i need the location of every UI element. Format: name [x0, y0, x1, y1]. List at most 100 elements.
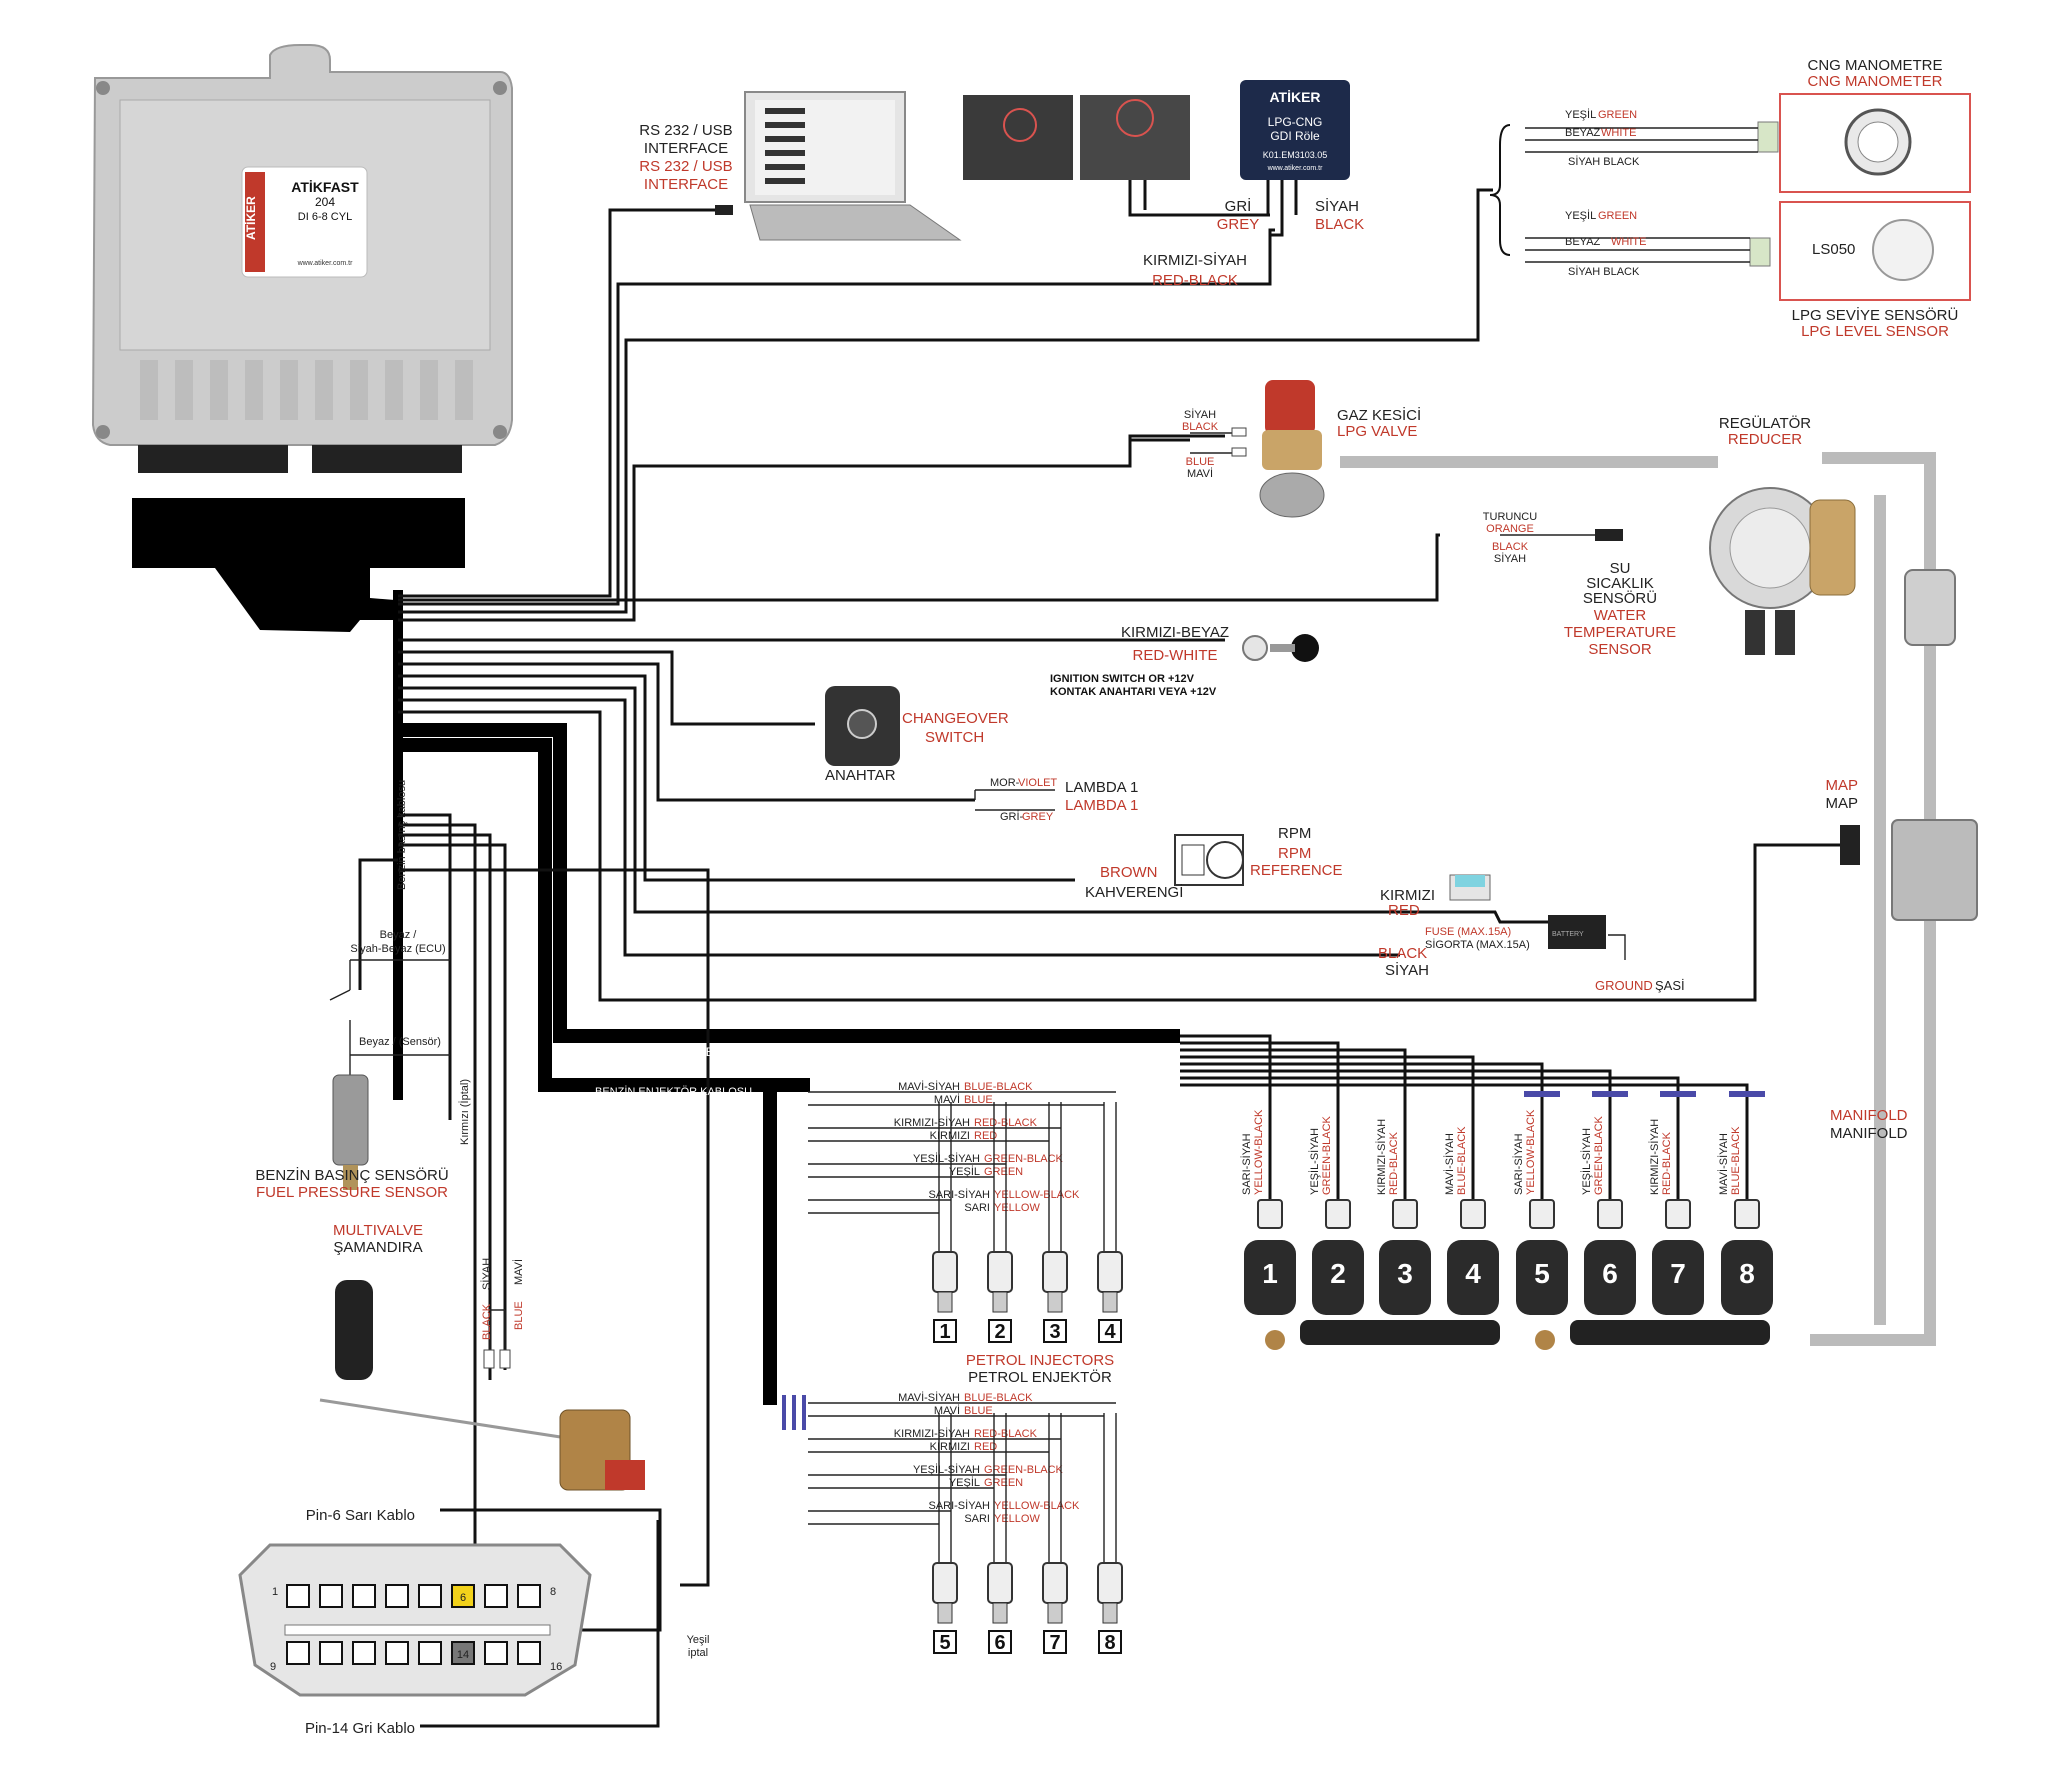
- lpg-wire-en: RED-BLACK: [1661, 1131, 1673, 1195]
- petrol-injector-nozzle: [937, 1602, 953, 1624]
- lambda-w2: GRİ-: [1000, 810, 1024, 823]
- petrol-injector: [932, 1251, 958, 1293]
- fuel-white-ecu: Beyaz /: [380, 929, 418, 941]
- petrol-injector: [1042, 1251, 1068, 1293]
- cng-w3: SİYAH BLACK: [1568, 155, 1640, 168]
- lpg-rail-2: [1570, 1320, 1770, 1345]
- petrol-wire-tr: SARI-SİYAH: [928, 1499, 990, 1512]
- obd-pin-slot: [451, 1641, 475, 1665]
- obd-pin-slot: [319, 1641, 343, 1665]
- petrol-injector: [987, 1251, 1013, 1293]
- lpg-injector-wire: [1180, 1041, 1340, 1200]
- petrol-wire-tr: KIRMIZI-SİYAH: [894, 1116, 970, 1129]
- lpg-wire-marker: [1592, 1091, 1628, 1097]
- petrol-injector: [987, 1562, 1013, 1604]
- lpg-wire-tr: MAVİ-SİYAH: [1443, 1133, 1456, 1195]
- gdi-wire-black-en: BLACK: [1315, 216, 1364, 233]
- ecu-code: 204: [315, 195, 335, 209]
- petrol-injector-nozzle: [1047, 1602, 1063, 1624]
- petrol-injector-number: 8: [1104, 1632, 1115, 1654]
- lpg-injector-number: 1: [1262, 1258, 1278, 1289]
- obd-pin-slot: [385, 1641, 409, 1665]
- lpg-injector-plug: [1392, 1199, 1418, 1229]
- fuel-pressure-section: Benzin basınç kablosu Beyaz / Siyah-Beya…: [255, 780, 471, 1201]
- obd-pin-slot: [418, 1584, 442, 1608]
- power-w2-en: BLACK: [1378, 945, 1427, 962]
- reducer: REGÜLATÖR REDUCER TURUNCU ORANGE BLACK S…: [1483, 414, 1856, 658]
- obd-pin-9: 9: [270, 1661, 276, 1673]
- petrol-injectors-title-tr: PETROL ENJEKTÖR: [968, 1368, 1112, 1386]
- obd-pin14-label: Pin-14 Gri Kablo: [305, 1720, 415, 1737]
- petrol-injector: [932, 1562, 958, 1604]
- petrol-injector-number: 4: [1104, 1321, 1116, 1343]
- petrol-wire-tr: MAVİ-SİYAH: [898, 1080, 960, 1093]
- petrol-injector-number-box: [1043, 1630, 1067, 1654]
- ecu-web: www.atiker.com.tr: [297, 260, 354, 267]
- petrol-wire-tr: YEŞİL-SİYAH: [913, 1152, 980, 1165]
- petrol-injector-number-box: [988, 1319, 1012, 1343]
- multivalve-tr: ŞAMANDIRA: [333, 1239, 422, 1256]
- petrol-wire-tr: KIRMIZI-SİYAH: [894, 1427, 970, 1440]
- changeover-tr: ANAHTAR: [825, 767, 896, 784]
- petrol-injector: [1097, 1562, 1123, 1604]
- lpg-injector-number: 7: [1670, 1258, 1686, 1289]
- petrol-wire-en: BLUE: [964, 1094, 993, 1106]
- obd-pin-slot: [352, 1584, 376, 1608]
- water-sensor-en2: TEMPERATURE: [1564, 624, 1676, 641]
- lpg-injector-wire: [1180, 1034, 1272, 1200]
- petrol-wire-en: YELLOW-BLACK: [994, 1500, 1080, 1512]
- gdi-relay-web: www.atiker.com.tr: [1267, 165, 1324, 172]
- obd-pin-slot: [418, 1641, 442, 1665]
- lpg-level-sensor: LS050 YEŞİL GREEN BEYAZ WHITE SİYAH BLAC…: [1525, 201, 1971, 340]
- lpg-valve: SİYAH BLACK BLUE MAVİ GAZ KESİCİ LPG VAL…: [1128, 380, 1421, 518]
- interface-line2: INTERFACE: [644, 140, 728, 157]
- gdi-relay-name1: LPG-CNG: [1268, 115, 1323, 129]
- lpg-injector-plug: [1734, 1199, 1760, 1229]
- lpg-wire-en: BLUE-BLACK: [1456, 1126, 1468, 1195]
- cng-w2-en: WHITE: [1601, 127, 1636, 139]
- cng-title-en: CNG MANOMETER: [1808, 73, 1943, 90]
- lpg-injector-wire: [1180, 1083, 1749, 1200]
- ignition-text2: KONTAK ANAHTARI VEYA +12V: [1050, 686, 1217, 698]
- lpg-injector-plug: [1597, 1199, 1623, 1229]
- lpg-wire-tr: KIRMIZI-SİYAH: [1648, 1119, 1661, 1195]
- reducer-title-en: REDUCER: [1728, 431, 1802, 448]
- petrol-cable-label: BENZİN ENJEKTÖR KABLOSU: [595, 1085, 752, 1098]
- gdi-wire-redblack-tr: KIRMIZI-SİYAH: [1143, 251, 1247, 269]
- ecu-model: ATİKFAST: [291, 179, 359, 195]
- gdi-wire-grey-tr: GRİ: [1225, 197, 1252, 215]
- multivalve-w2-en: BLUE: [513, 1301, 525, 1330]
- lambda-sensor: MOR- VIOLET GRİ- GREY LAMBDA 1 LAMBDA 1: [974, 777, 1138, 823]
- petrol-wire-en: BLUE-BLACK: [964, 1081, 1033, 1093]
- petrol-wire-en: RED: [974, 1130, 997, 1142]
- power-w1-tr: KIRMIZI: [1380, 887, 1435, 904]
- harness-wires: [358, 188, 1840, 1632]
- lpg-wire-tr: YEŞİL-SİYAH: [1580, 1128, 1593, 1195]
- lpg-injector-number: 8: [1739, 1258, 1755, 1289]
- fuel-white-ecu2: Siyah-Beyaz (ECU): [350, 943, 445, 955]
- lpg-level-w1-en: GREEN: [1598, 210, 1637, 222]
- lpg-injector-wire: [1180, 1055, 1475, 1200]
- lpg-injector-number: 6: [1602, 1258, 1618, 1289]
- gdi-relay-brand: ATİKER: [1269, 89, 1320, 105]
- engine-photo-2: [1080, 95, 1190, 180]
- ecu-connector: [132, 498, 465, 632]
- lpg-cable-label: LPG ENJEKTÖR KABLOSU: [595, 1045, 746, 1059]
- petrol-wire-en: GREEN-BLACK: [984, 1153, 1064, 1165]
- petrol-wire-tr: KIRMIZI: [930, 1130, 970, 1142]
- petrol-wire-tr: YEŞİL: [949, 1476, 980, 1489]
- lpg-wire-en: GREEN-BLACK: [1593, 1115, 1605, 1195]
- changeover-en1: CHANGEOVER: [902, 710, 1009, 727]
- petrol-wire-en: YELLOW: [994, 1513, 1040, 1525]
- petrol-injector-number: 2: [994, 1321, 1005, 1343]
- obd-pin-6-number: 6: [460, 1592, 466, 1604]
- manifold-en: MANIFOLD: [1830, 1107, 1908, 1124]
- interface-line1: RS 232 / USB: [639, 122, 732, 139]
- petrol-wire-en: YELLOW-BLACK: [994, 1189, 1080, 1201]
- manifold-tr: MANIFOLD: [1830, 1125, 1908, 1142]
- gdi-wire-black-tr: SİYAH: [1315, 197, 1359, 215]
- changeover-en2: SWITCH: [925, 729, 984, 746]
